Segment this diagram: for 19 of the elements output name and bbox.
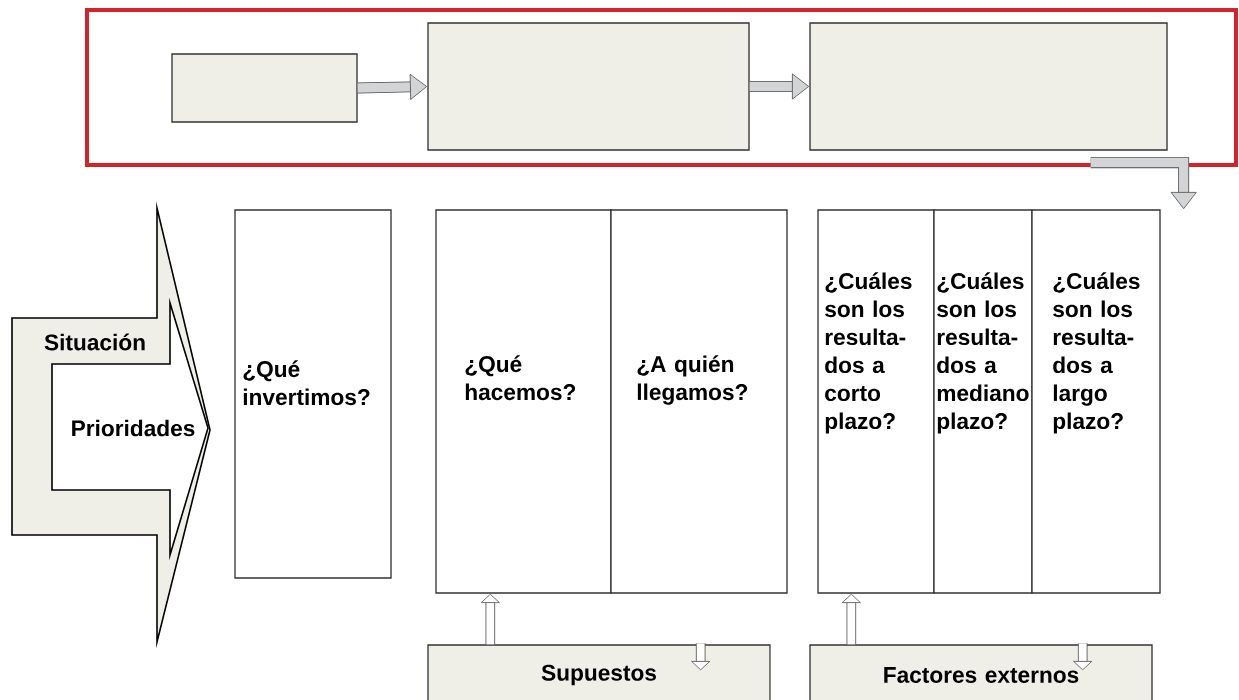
process-box: Factores externos xyxy=(809,644,1153,700)
block-arrow xyxy=(691,643,711,671)
process-box: ¿Cuáles son los resulta- dos a corto plazo? xyxy=(817,209,935,594)
block-arrow xyxy=(749,73,810,100)
highlight-frame xyxy=(85,8,1238,167)
process-box: ¿Qué hacemos? xyxy=(435,209,612,594)
process-box: Supuestos xyxy=(427,644,771,700)
block-arrow xyxy=(357,73,428,100)
block-arrow xyxy=(841,593,861,645)
block-arrow xyxy=(1090,157,1197,210)
empty-box xyxy=(171,53,358,123)
process-box: ¿Cuáles son los resulta- dos a largo plazo? xyxy=(1031,209,1161,594)
process-box: ¿Cuáles son los resulta- dos a mediano plazo? xyxy=(933,209,1033,594)
empty-box xyxy=(809,22,1168,151)
empty-box xyxy=(427,22,750,151)
process-box: ¿Qué invertimos? xyxy=(234,209,392,579)
block-arrow xyxy=(1073,643,1093,671)
process-box: ¿A quién llegamos? xyxy=(610,209,788,594)
block-arrow xyxy=(480,593,500,645)
